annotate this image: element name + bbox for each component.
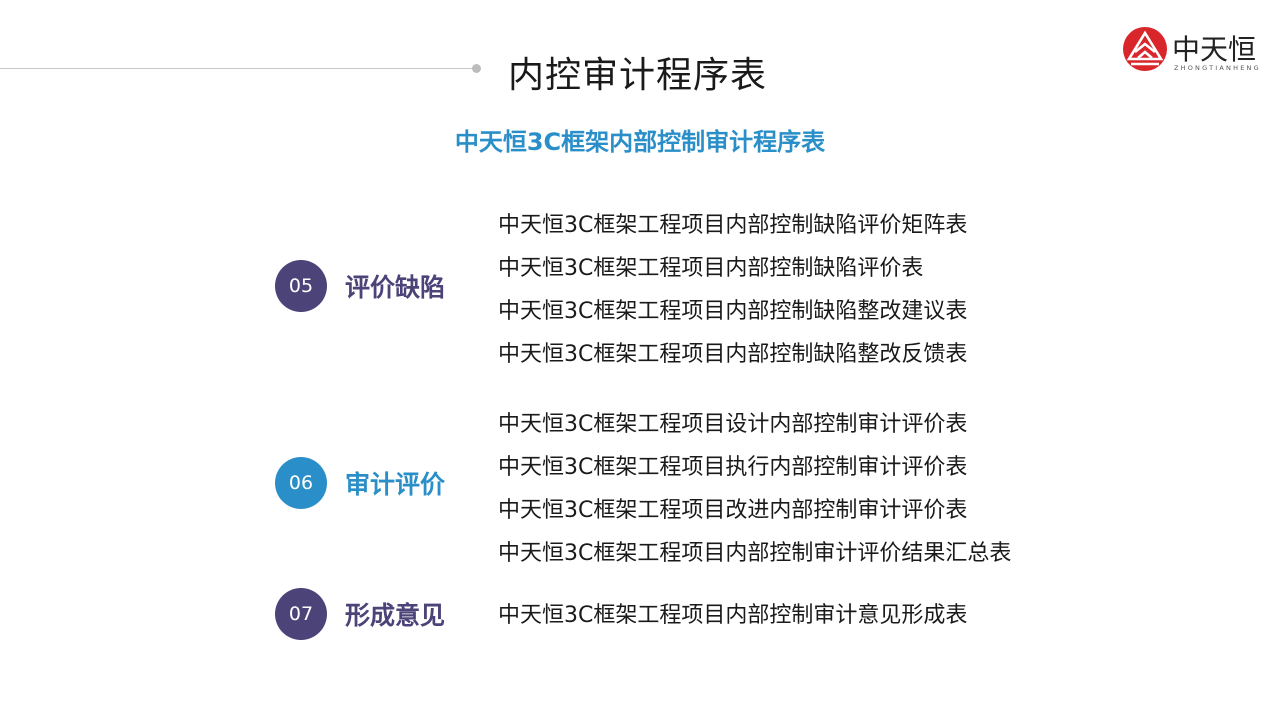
section-item-list: 中天恒3C框架工程项目内部控制缺陷评价矩阵表 中天恒3C框架工程项目内部控制缺陷… [498, 204, 967, 376]
section-item-list: 中天恒3C框架工程项目设计内部控制审计评价表 中天恒3C框架工程项目执行内部控制… [498, 403, 1011, 575]
list-item: 中天恒3C框架工程项目内部控制缺陷整改建议表 [498, 299, 968, 324]
page-title: 内控审计程序表 [508, 55, 768, 96]
list-item: 中天恒3C框架工程项目设计内部控制审计评价表 [498, 412, 968, 437]
section-number-badge: 07 [275, 588, 327, 640]
company-logo: 中天恒 ZHONGTIANHENG [1122, 26, 1262, 76]
section-label: 评价缺陷 [345, 273, 446, 302]
list-item: 中天恒3C框架工程项目内部控制缺陷评价矩阵表 [498, 213, 968, 238]
list-item: 中天恒3C框架工程项目内部控制缺陷评价表 [498, 256, 924, 281]
section-number-badge: 06 [275, 457, 327, 509]
section-label: 审计评价 [345, 470, 446, 499]
list-item: 中天恒3C框架工程项目内部控制缺陷整改反馈表 [498, 342, 968, 367]
list-item: 中天恒3C框架工程项目改进内部控制审计评价表 [498, 498, 968, 523]
section-label: 形成意见 [345, 601, 446, 630]
list-item: 中天恒3C框架工程项目内部控制审计意见形成表 [498, 603, 968, 628]
logo-name: 中天恒 [1172, 33, 1257, 66]
page-subtitle: 中天恒3C框架内部控制审计程序表 [454, 128, 826, 156]
header-divider-dot [472, 64, 481, 73]
logo-mark-icon [1123, 27, 1167, 71]
header-divider-line [0, 68, 472, 69]
list-item: 中天恒3C框架工程项目执行内部控制审计评价表 [498, 455, 968, 480]
logo-pinyin: ZHONGTIANHENG [1174, 64, 1261, 72]
list-item: 中天恒3C框架工程项目内部控制审计评价结果汇总表 [498, 541, 1012, 566]
section-item-list: 中天恒3C框架工程项目内部控制审计意见形成表 [498, 594, 967, 637]
section-number-badge: 05 [275, 260, 327, 312]
